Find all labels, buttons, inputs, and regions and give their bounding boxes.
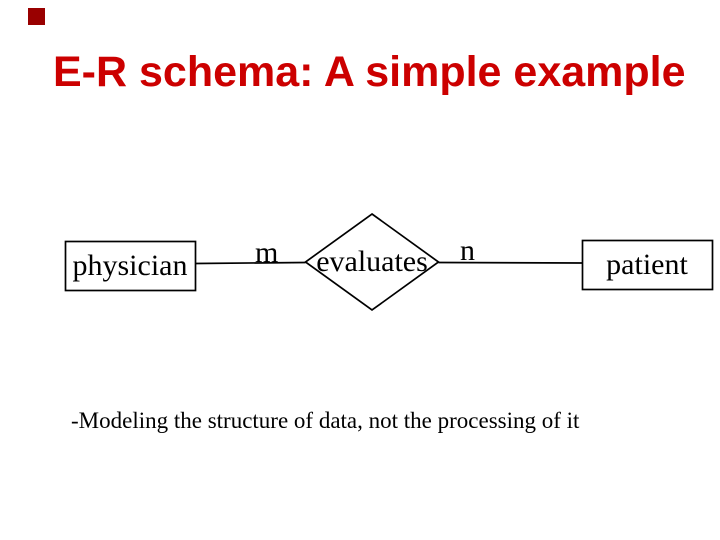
corner-accent-square [28, 8, 45, 25]
connector-physician-evaluates [195, 261, 306, 265]
entity-label-patient: patient [606, 247, 688, 281]
relationship-label-evaluates: evaluates [316, 245, 428, 278]
slide-footnote: -Modeling the structure of data, not the… [71, 408, 580, 433]
cardinality-label-m: m [255, 236, 279, 269]
entity-label-physician: physician [72, 248, 188, 282]
cardinality-label-n: n [460, 234, 475, 267]
relationship-diamond [304, 212, 440, 312]
entity-box-physician [64, 240, 197, 292]
entity-box-patient [581, 239, 714, 291]
connector-evaluates-patient [438, 261, 583, 264]
slide-title: E-R schema: A simple example [53, 48, 686, 96]
